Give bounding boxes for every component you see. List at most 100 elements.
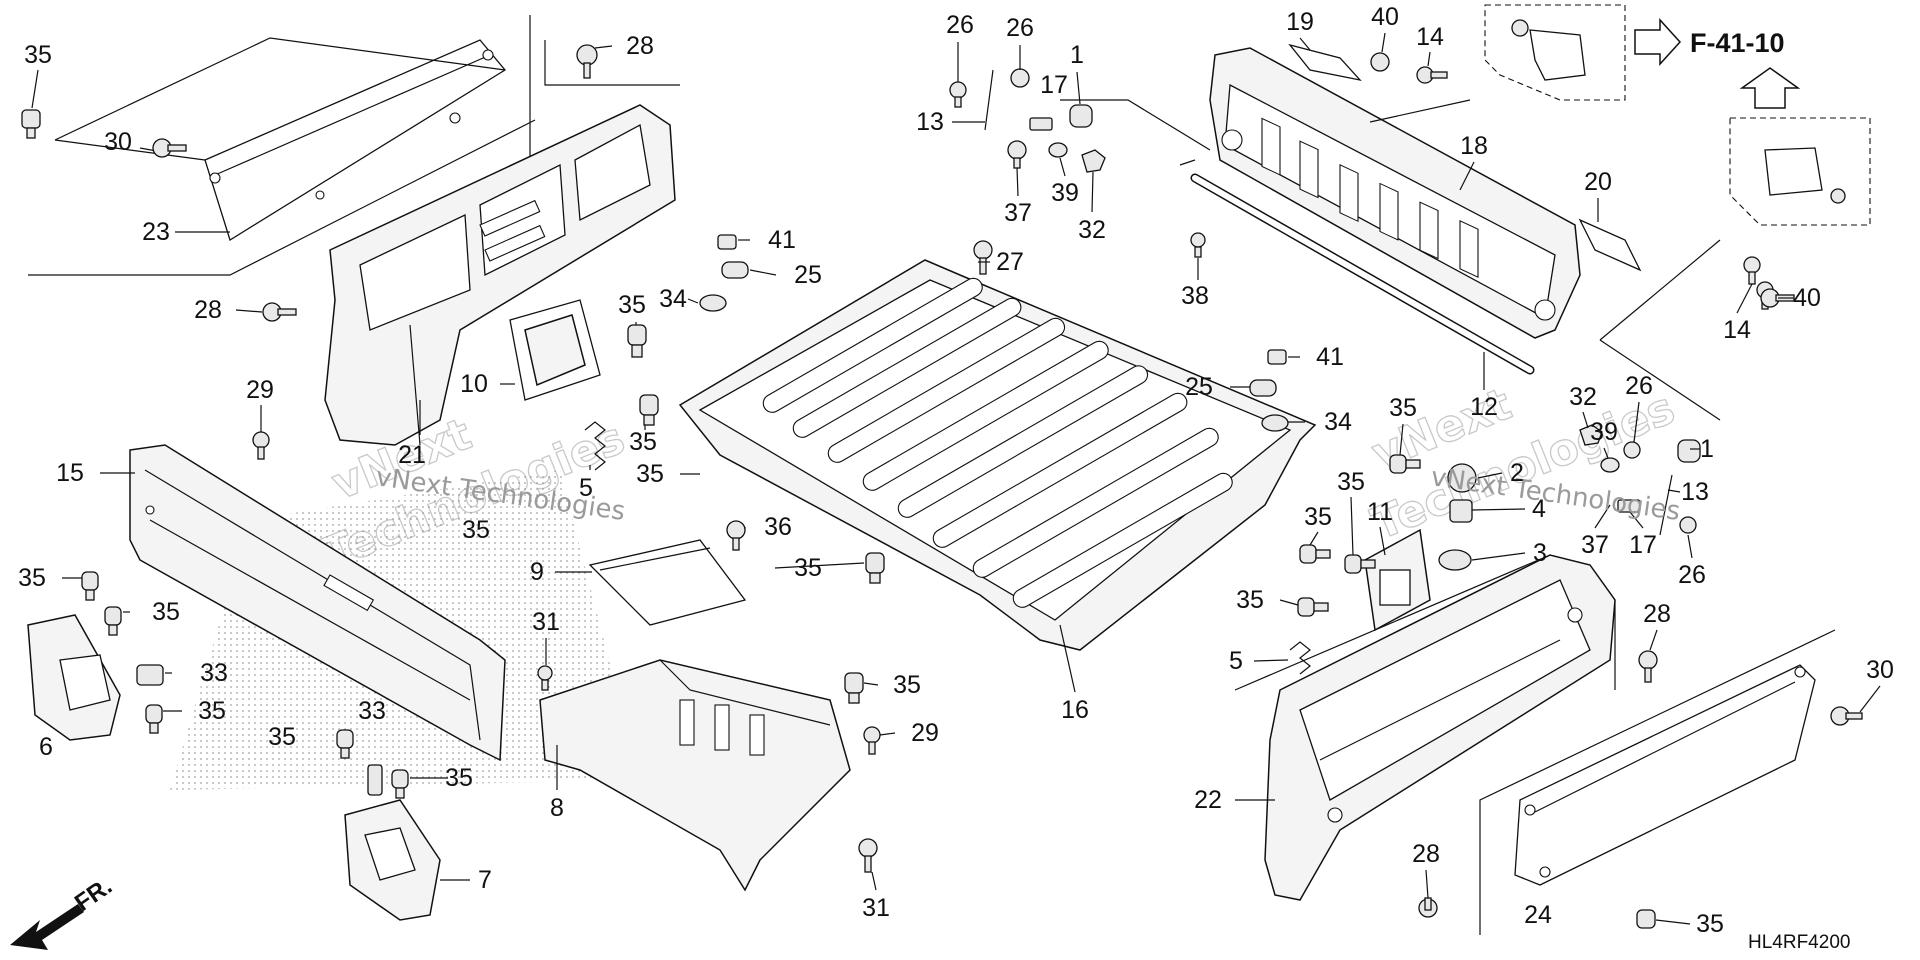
callout-35: 35 bbox=[24, 41, 52, 69]
callout-28: 28 bbox=[1643, 600, 1671, 628]
callout-10: 10 bbox=[460, 370, 488, 398]
inset-bolt-top bbox=[1511, 19, 1529, 37]
clip bbox=[717, 234, 737, 250]
arrow-right-icon bbox=[1634, 18, 1682, 66]
callout-12: 12 bbox=[1470, 393, 1498, 421]
callout-24: 24 bbox=[1524, 901, 1552, 929]
callout-31: 31 bbox=[532, 608, 560, 636]
bolt bbox=[1679, 516, 1697, 534]
plate-25 bbox=[721, 261, 749, 279]
clip bbox=[1636, 909, 1656, 929]
callout-35: 35 bbox=[268, 723, 296, 751]
callout-4: 4 bbox=[1532, 495, 1546, 523]
callout-37: 37 bbox=[1581, 531, 1609, 559]
callout-20: 20 bbox=[1584, 168, 1612, 196]
callout-35: 35 bbox=[893, 671, 921, 699]
arrow-up-icon bbox=[1739, 67, 1801, 109]
callout-14: 14 bbox=[1723, 316, 1751, 344]
right-side-trim-panel bbox=[1514, 664, 1816, 886]
callout-17: 17 bbox=[1629, 531, 1657, 559]
clip bbox=[81, 571, 99, 601]
inset-hinge-bottom bbox=[1764, 147, 1823, 196]
bolt bbox=[576, 44, 598, 79]
callout-28: 28 bbox=[1412, 840, 1440, 868]
washer-39 bbox=[1048, 142, 1068, 158]
clip bbox=[104, 606, 122, 636]
rod-13 bbox=[1659, 474, 1673, 536]
callout-11: 11 bbox=[1367, 498, 1393, 526]
callout-25: 25 bbox=[794, 261, 822, 289]
bolt bbox=[1416, 66, 1448, 84]
left-bed-side-panel bbox=[324, 104, 676, 446]
callout-21: 21 bbox=[398, 441, 426, 469]
inset-bolt-bottom bbox=[1830, 188, 1846, 204]
spring-5 bbox=[584, 421, 606, 471]
callout-34: 34 bbox=[1324, 408, 1352, 436]
callout-38: 38 bbox=[1181, 282, 1209, 310]
bolt bbox=[1418, 897, 1438, 918]
bed-floor-ribs bbox=[762, 277, 1233, 608]
callout-22: 22 bbox=[1194, 786, 1222, 814]
callout-35: 35 bbox=[198, 697, 226, 725]
callout-25: 25 bbox=[1185, 373, 1213, 401]
callout-29: 29 bbox=[246, 376, 274, 404]
bolt bbox=[1830, 706, 1863, 726]
callout-41: 41 bbox=[768, 226, 796, 254]
bolt bbox=[1370, 52, 1390, 72]
bolt bbox=[973, 240, 993, 275]
clip bbox=[21, 109, 41, 139]
callout-35: 35 bbox=[636, 460, 664, 488]
bracket-17 bbox=[1617, 499, 1641, 513]
callout-26: 26 bbox=[1678, 561, 1706, 589]
callout-35: 35 bbox=[445, 764, 473, 792]
bushing-1 bbox=[1069, 104, 1093, 128]
bolt bbox=[726, 520, 746, 551]
nut-32 bbox=[1579, 424, 1603, 446]
latch-19 bbox=[1288, 43, 1362, 82]
housing-11 bbox=[1364, 528, 1431, 632]
plate-25 bbox=[1249, 379, 1277, 397]
callout-35: 35 bbox=[1389, 394, 1417, 422]
bolt bbox=[1010, 68, 1030, 88]
callout-28: 28 bbox=[194, 296, 222, 324]
bracket-10 bbox=[509, 299, 601, 401]
left-side-trim-panel bbox=[204, 39, 506, 241]
callout-3: 3 bbox=[1533, 539, 1547, 567]
bracket-6 bbox=[27, 614, 121, 741]
callout-35: 35 bbox=[1236, 586, 1264, 614]
bracket-17 bbox=[1029, 117, 1053, 131]
callout-35: 35 bbox=[1337, 468, 1365, 496]
clip bbox=[627, 324, 647, 358]
figure-code: HL4RF4200 bbox=[1748, 932, 1850, 953]
callout-35: 35 bbox=[629, 428, 657, 456]
callout-35: 35 bbox=[462, 516, 490, 544]
inset-hinge-top bbox=[1529, 29, 1586, 81]
callout-1: 1 bbox=[1070, 41, 1084, 69]
callout-35: 35 bbox=[794, 554, 822, 582]
bed-floor bbox=[678, 259, 1317, 651]
clip bbox=[336, 729, 354, 759]
clip bbox=[844, 672, 864, 704]
clip bbox=[1297, 597, 1329, 617]
rod-13 bbox=[984, 69, 994, 131]
callout-32: 32 bbox=[1078, 216, 1106, 244]
gasket-3 bbox=[1438, 549, 1472, 571]
callout-35: 35 bbox=[1304, 503, 1332, 531]
bolt bbox=[152, 138, 187, 158]
callout-17: 17 bbox=[1040, 71, 1068, 99]
bolt bbox=[863, 726, 881, 755]
bolt bbox=[1190, 232, 1206, 258]
bolt bbox=[949, 81, 967, 108]
callout-32: 32 bbox=[1569, 383, 1597, 411]
leader-lines-tailgate bbox=[1060, 99, 1721, 421]
grommet-34 bbox=[699, 294, 727, 312]
callout-41: 41 bbox=[1316, 343, 1344, 371]
callout-9: 9 bbox=[530, 558, 544, 586]
washer-39 bbox=[1600, 457, 1620, 473]
callout-30: 30 bbox=[1866, 656, 1894, 684]
leader-lines bbox=[31, 32, 1881, 925]
bolt bbox=[537, 665, 553, 691]
callout-40: 40 bbox=[1371, 3, 1399, 31]
